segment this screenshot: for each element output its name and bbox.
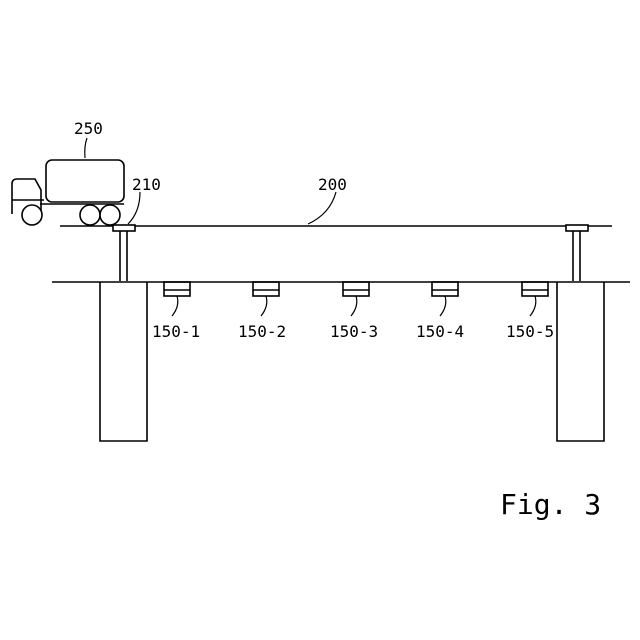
sensor-label: 150-4 xyxy=(416,322,464,341)
deck-leader-line xyxy=(308,192,336,224)
truck-rear-wheel-2 xyxy=(100,205,120,225)
sensor xyxy=(253,282,279,316)
figure-caption: Fig. 3 xyxy=(500,488,601,521)
right-pier xyxy=(557,282,604,441)
sensor xyxy=(343,282,369,316)
sensor xyxy=(164,282,190,316)
right-bearing xyxy=(566,225,588,281)
truck-container xyxy=(46,160,124,202)
truck-label: 250 xyxy=(74,119,103,138)
bearing-leader-line xyxy=(128,192,140,224)
left-bearing xyxy=(113,225,135,281)
sensor xyxy=(432,282,458,316)
sensor-label: 150-2 xyxy=(238,322,286,341)
deck-label: 200 xyxy=(318,175,347,194)
sensor-label: 150-5 xyxy=(506,322,554,341)
truck-leader-line xyxy=(85,138,87,158)
sensor-label: 150-1 xyxy=(152,322,200,341)
truck-rear-wheel-1 xyxy=(80,205,100,225)
sensor-label: 150-3 xyxy=(330,322,378,341)
left-pier xyxy=(100,282,147,441)
truck-front-wheel xyxy=(22,205,42,225)
bearing-label: 210 xyxy=(132,175,161,194)
truck xyxy=(12,138,124,225)
sensor xyxy=(522,282,548,316)
